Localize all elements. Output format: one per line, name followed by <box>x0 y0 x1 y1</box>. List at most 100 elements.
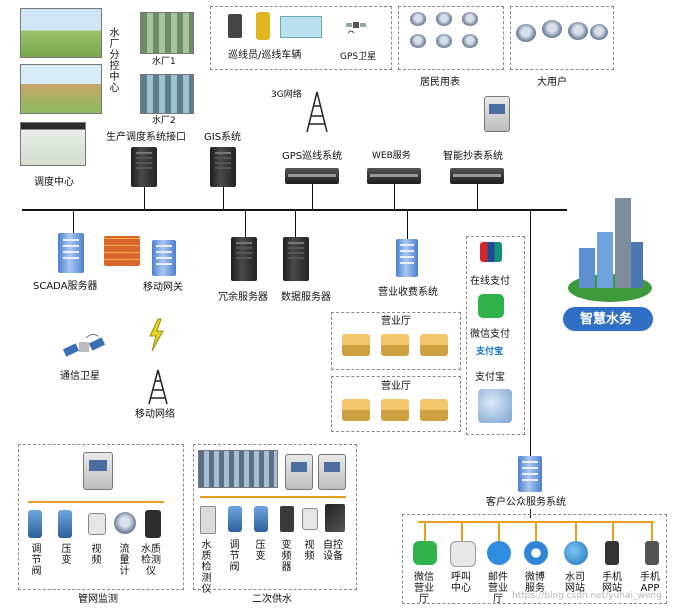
email-icon <box>487 541 511 565</box>
3g-tower-icon <box>303 90 331 134</box>
drop-line <box>295 211 296 237</box>
customer-service-drop-line <box>530 211 531 456</box>
business-hall-2-label: 营业厅 <box>381 381 411 392</box>
secondary-device-label: 变频器 <box>281 540 292 573</box>
business-hall-1-label: 营业厅 <box>381 316 411 327</box>
pipe-device-label: 压变 <box>61 544 72 566</box>
web-service-label: WEB服务 <box>372 151 411 161</box>
business-charge-server-icon <box>396 239 418 277</box>
drop-line <box>73 211 74 233</box>
customer-service-server-icon <box>518 456 542 492</box>
phone-icon <box>450 541 476 567</box>
customer-service-system-label: 客户公众服务系统 <box>486 497 566 508</box>
residential-meter-icon <box>462 34 478 48</box>
payment-terminal-icon <box>478 389 512 423</box>
unionpay-icon <box>480 242 502 262</box>
gps-handheld-icon <box>256 12 270 40</box>
pipe-monitor-rtu-icon <box>83 452 113 490</box>
channel-label: 水司网站 <box>565 572 585 594</box>
secondary-supply-box <box>193 444 357 590</box>
gps-satellite-icon <box>345 14 367 36</box>
wechat-payment-label: 微信支付 <box>470 329 510 340</box>
network-3g-label: 3G网络 <box>271 90 302 100</box>
mobile-gateway-label: 移动网关 <box>143 282 183 293</box>
drop-line <box>407 211 408 239</box>
service-desk-icon <box>420 334 448 356</box>
dispatch-center-image <box>20 122 86 166</box>
smart-meter-reading-label: 智能抄表系统 <box>443 151 503 162</box>
service-desk-icon <box>342 334 370 356</box>
inspector-box <box>210 6 392 70</box>
drop-line <box>312 184 313 209</box>
redundant-server-label: 冗余服务器 <box>218 292 268 303</box>
drop-line <box>223 187 224 209</box>
channel-drop <box>612 521 614 541</box>
secondary-device-label: 水质检测仪 <box>201 540 212 595</box>
channel-drop <box>651 521 653 541</box>
smart-water-label: 智慧水务 <box>580 312 633 327</box>
mobile-network-tower-icon <box>146 368 170 406</box>
weibo-icon <box>524 541 548 565</box>
channel-drop <box>535 521 537 541</box>
dispatch-center-label: 调度中心 <box>34 177 74 188</box>
video-camera-icon <box>302 508 318 530</box>
channel-drop <box>424 521 426 541</box>
secondary-device-label: 视频 <box>304 540 315 562</box>
secondary-device-label: 自控设备 <box>323 540 343 562</box>
channel-drop <box>575 521 577 541</box>
patrol-vehicle-icon <box>280 16 322 38</box>
drop-line <box>394 184 395 209</box>
comm-satellite-label: 通信卫星 <box>60 371 100 382</box>
gps-patrol-server-icon <box>285 168 339 184</box>
residential-meters-box <box>398 6 504 70</box>
water-plant-2-label: 水厂2 <box>152 116 176 126</box>
firewall-icon <box>104 236 140 266</box>
large-user-meter-icon <box>542 20 562 38</box>
service-desk-icon <box>381 334 409 356</box>
channel-label: 呼叫中心 <box>451 572 471 594</box>
lightning-icon <box>146 318 166 352</box>
data-server-label: 数据服务器 <box>281 292 331 303</box>
data-server-icon <box>283 237 309 281</box>
channel-drop <box>498 521 500 541</box>
channel-label: 微信营业厅 <box>414 572 434 605</box>
residential-meter-icon <box>462 12 478 26</box>
mobile-app-icon <box>645 541 659 565</box>
flow-meter-icon <box>114 512 136 534</box>
large-users-box <box>510 6 614 70</box>
video-camera-icon <box>88 513 106 535</box>
channel-label: 手机APP <box>640 572 660 594</box>
pump-room-image <box>198 450 278 488</box>
gis-system-label: GIS系统 <box>204 132 242 143</box>
regulating-valve-icon <box>28 510 42 538</box>
gis-server-icon <box>210 147 236 187</box>
residential-meters-label: 居民用表 <box>420 77 460 88</box>
secondary-device-label: 调节阀 <box>229 540 240 573</box>
business-charge-system-label: 营业收费系统 <box>378 287 438 298</box>
pipe-device-label: 水质检测仪 <box>141 544 161 577</box>
water-plant-2-image <box>140 74 194 114</box>
pipe-monitoring-box <box>18 444 184 590</box>
main-network-bus <box>22 209 567 211</box>
water-quality-analyzer-icon <box>200 506 216 534</box>
redundant-server-icon <box>231 237 257 281</box>
secondary-device-label: 压变 <box>255 540 266 562</box>
drop-line <box>245 211 246 237</box>
service-desk-icon <box>381 399 409 421</box>
wechat-icon <box>413 541 437 565</box>
customer-service-drop-line <box>530 509 531 518</box>
large-users-label: 大用户 <box>537 77 567 88</box>
water-plant-sub-center-image <box>20 8 102 58</box>
payment-box <box>466 236 525 435</box>
secondary-rtu-icon <box>318 454 346 490</box>
drop-line <box>144 187 145 209</box>
water-plant-sub-center-image-2 <box>20 64 102 114</box>
inspector-vehicle-label: 巡线员/巡线车辆 <box>228 50 302 61</box>
production-dispatch-interface-label: 生产调度系统接口 <box>106 132 186 143</box>
alipay-label: 支付宝 <box>475 372 505 383</box>
pressure-sensor-icon <box>58 510 72 538</box>
gps-satellite-label: GPS卫星 <box>340 52 377 62</box>
water-quality-analyzer-icon <box>145 510 161 538</box>
mobile-network-label: 移动网络 <box>135 409 175 420</box>
smart-meter-server-icon <box>450 168 504 184</box>
